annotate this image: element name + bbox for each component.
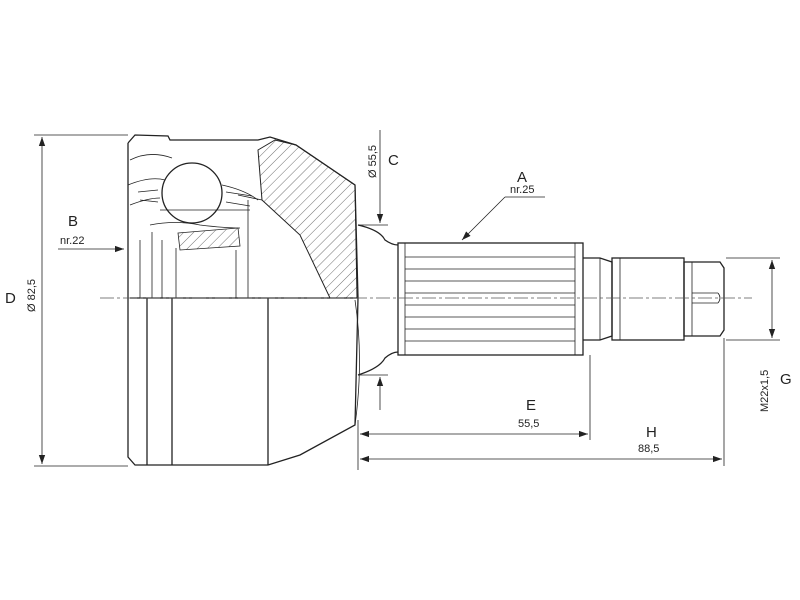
callout-a: A nr.25 <box>461 169 545 241</box>
label-b: B <box>68 213 78 230</box>
dimension-c: C Ø 55,5 <box>358 130 399 410</box>
label-d: D <box>5 290 16 307</box>
label-c: C <box>388 152 399 169</box>
dimension-g: G M22x1,5 <box>726 257 792 412</box>
dim-c-value: Ø 55,5 <box>367 145 379 178</box>
label-g: G <box>780 371 792 388</box>
dimension-e: E 55,5 <box>357 355 591 470</box>
label-b-sub: nr.22 <box>60 235 84 247</box>
inner-race-hatch <box>177 227 241 251</box>
dimension-d: D Ø 82,5 <box>5 134 128 467</box>
label-e: E <box>526 397 536 414</box>
label-h: H <box>646 424 657 441</box>
shaft <box>357 224 725 376</box>
callout-b: B nr.22 <box>58 213 124 253</box>
label-a: A <box>517 169 527 186</box>
dimension-h: H 88,5 <box>360 338 725 466</box>
label-a-sub: nr.25 <box>510 184 534 196</box>
dim-d-value: Ø 82,5 <box>26 279 38 312</box>
dim-e-value: 55,5 <box>518 418 539 430</box>
dim-g-value: M22x1,5 <box>759 370 771 412</box>
bell-section-hatch <box>257 139 358 299</box>
dim-h-value: 88,5 <box>638 443 659 455</box>
bell-housing <box>127 134 360 466</box>
